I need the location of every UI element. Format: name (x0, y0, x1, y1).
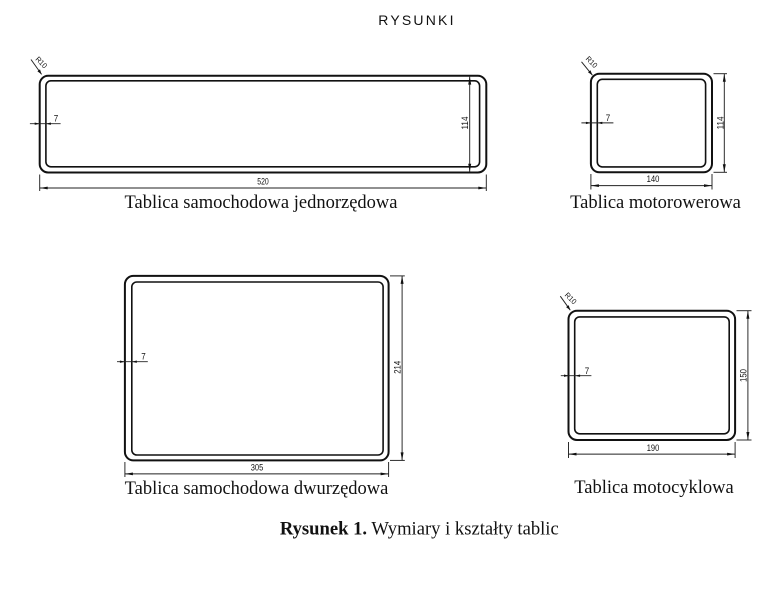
svg-text:305: 305 (251, 463, 264, 474)
svg-text:7: 7 (585, 366, 590, 377)
svg-text:7: 7 (141, 352, 146, 363)
svg-text:Tablica motocyklowa: Tablica motocyklowa (574, 478, 734, 498)
svg-text:190: 190 (647, 443, 660, 454)
svg-text:Tablica samochodowa dwurzędowa: Tablica samochodowa dwurzędowa (125, 479, 389, 499)
svg-text:114: 114 (460, 117, 471, 130)
svg-text:150: 150 (739, 369, 750, 382)
svg-text:140: 140 (647, 174, 660, 185)
svg-text:7: 7 (54, 114, 59, 125)
svg-text:114: 114 (715, 116, 726, 129)
svg-text:214: 214 (392, 361, 403, 374)
svg-text:520: 520 (257, 177, 269, 188)
svg-text:RYSUNKI: RYSUNKI (378, 12, 455, 28)
svg-text:Tablica motorowerowa: Tablica motorowerowa (570, 193, 741, 213)
svg-text:Rysunek 1. Wymiary i kształty: Rysunek 1. Wymiary i kształty tablic (280, 519, 559, 540)
svg-text:Tablica samochodowa jednorzędo: Tablica samochodowa jednorzędowa (124, 193, 397, 213)
svg-text:7: 7 (606, 113, 611, 124)
